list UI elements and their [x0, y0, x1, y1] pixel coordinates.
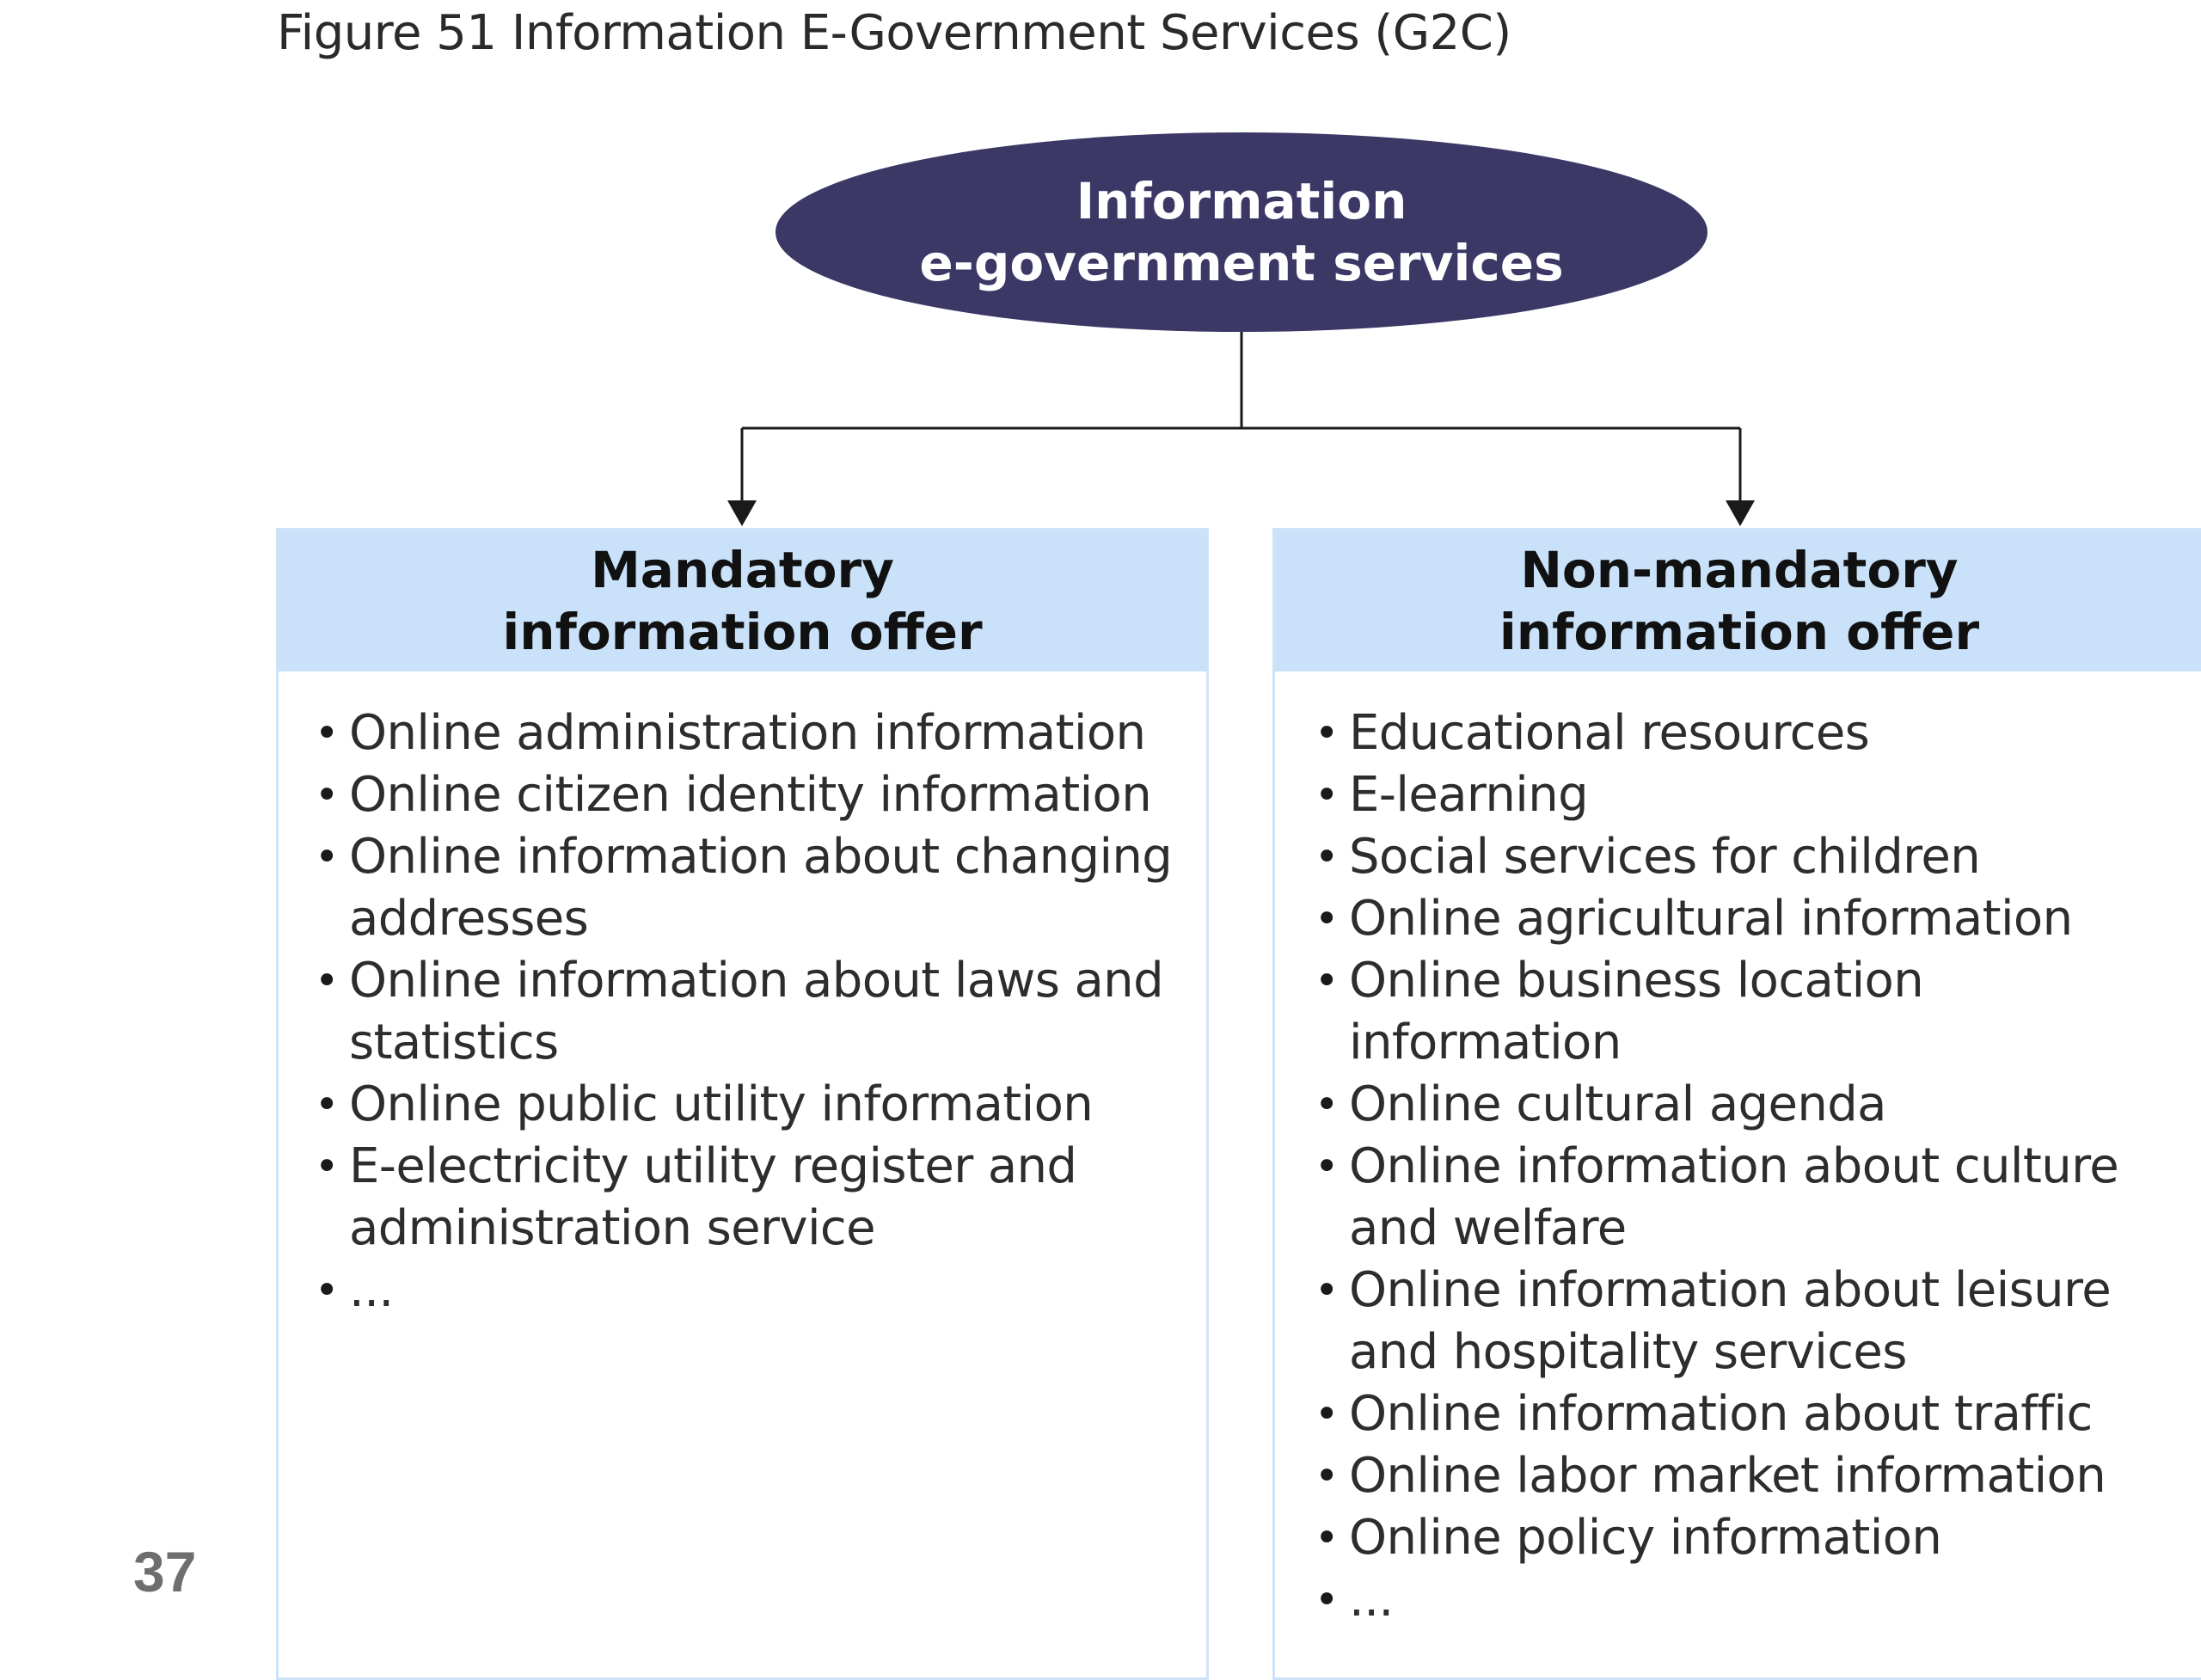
mandatory-panel: Mandatory information offer •Online admi… [276, 528, 1209, 1680]
list-item-text: Online public utility information [349, 1076, 1094, 1132]
bullet-icon: • [315, 957, 339, 1005]
non-mandatory-panel-header: Non-mandatory information offer [1275, 530, 2201, 671]
list-item: •... [315, 1260, 1192, 1321]
list-item-text: Online information about culture and wel… [1349, 1138, 2119, 1256]
non-mandatory-item-list: •Educational resources •E-learning •Soci… [1315, 702, 2201, 1631]
list-item: •Social services for children [1315, 826, 2201, 888]
list-item: •E-electricity utility register and admi… [315, 1136, 1192, 1260]
non-mandatory-panel: Non-mandatory information offer •Educati… [1272, 528, 2201, 1680]
bullet-icon: • [1315, 1452, 1339, 1500]
bullet-icon: • [1315, 1514, 1339, 1562]
list-item: •Online agricultural information [1315, 888, 2201, 950]
bullet-icon: • [1315, 833, 1339, 881]
list-item: •Online cultural agenda [1315, 1074, 2201, 1136]
left-arrowhead [727, 500, 757, 526]
list-item: •Online information about culture and we… [1315, 1136, 2201, 1260]
root-node-ellipse [776, 132, 1707, 332]
list-item-text: Online information about traffic [1349, 1386, 2093, 1442]
list-item-text: E-electricity utility register and admin… [349, 1138, 1077, 1256]
non-mandatory-title-line2: information offer [1499, 603, 1980, 661]
list-item: •Online policy information [1315, 1507, 2201, 1569]
bullet-icon: • [1315, 1143, 1339, 1191]
bullet-icon: • [1315, 1081, 1339, 1129]
bullet-icon: • [315, 771, 339, 819]
bullet-icon: • [315, 1266, 339, 1315]
bullet-icon: • [1315, 1576, 1339, 1624]
mandatory-title-line2: information offer [502, 603, 983, 661]
bullet-icon: • [1315, 895, 1339, 943]
list-item: •Online information about leisure and ho… [1315, 1260, 2201, 1383]
list-item: •E-learning [1315, 764, 2201, 826]
list-item: •Online citizen identity information [315, 764, 1192, 826]
right-arrowhead [1726, 500, 1755, 526]
bullet-icon: • [1315, 957, 1339, 1005]
list-item-text: Online information about leisure and hos… [1349, 1262, 2112, 1380]
list-item: •Online business location information [1315, 950, 2201, 1074]
list-item: •Online information about changing addre… [315, 826, 1192, 950]
bullet-icon: • [1315, 1390, 1339, 1438]
list-item-text: Online information about changing addres… [349, 829, 1173, 947]
bullet-icon: • [315, 709, 339, 757]
mandatory-panel-header: Mandatory information offer [279, 530, 1206, 671]
list-item-text: Online business location information [1349, 953, 1924, 1070]
non-mandatory-title-line1: Non-mandatory [1520, 541, 1959, 599]
root-node-line1: Information [1076, 172, 1407, 230]
list-item: •Educational resources [1315, 702, 2201, 764]
bullet-icon: • [315, 833, 339, 881]
mandatory-item-list: •Online administration information •Onli… [315, 702, 1192, 1321]
page-number: 37 [133, 1540, 197, 1603]
list-item-text: Online cultural agenda [1349, 1076, 1887, 1132]
list-item-text: ... [349, 1262, 394, 1318]
list-item-text: Online administration information [349, 705, 1146, 761]
list-item-text: Online policy information [1349, 1510, 1942, 1566]
list-item: •Online administration information [315, 702, 1192, 764]
list-item: •Online labor market information [1315, 1445, 2201, 1507]
mandatory-title-line1: Mandatory [591, 541, 894, 599]
list-item: •Online information about laws and stati… [315, 950, 1192, 1074]
list-item-text: E-learning [1349, 767, 1589, 823]
list-item-text: ... [1349, 1572, 1394, 1628]
bullet-icon: • [315, 1143, 339, 1191]
list-item: •Online information about traffic [1315, 1383, 2201, 1445]
bullet-icon: • [315, 1081, 339, 1129]
list-item-text: Online information about laws and statis… [349, 953, 1164, 1070]
list-item-text: Online agricultural information [1349, 891, 2073, 947]
list-item-text: Social services for children [1349, 829, 1981, 885]
list-item-text: Online labor market information [1349, 1448, 2106, 1504]
figure-caption: Figure 51 Information E-Government Servi… [277, 5, 1511, 61]
root-node-line2: e-government services [919, 234, 1564, 292]
list-item-text: Online citizen identity information [349, 767, 1152, 823]
bullet-icon: • [1315, 771, 1339, 819]
bullet-icon: • [1315, 1266, 1339, 1315]
list-item-text: Educational resources [1349, 705, 1870, 761]
list-item: •... [1315, 1569, 2201, 1631]
list-item: •Online public utility information [315, 1074, 1192, 1136]
bullet-icon: • [1315, 709, 1339, 757]
root-node: Information e-government services [776, 132, 1707, 332]
